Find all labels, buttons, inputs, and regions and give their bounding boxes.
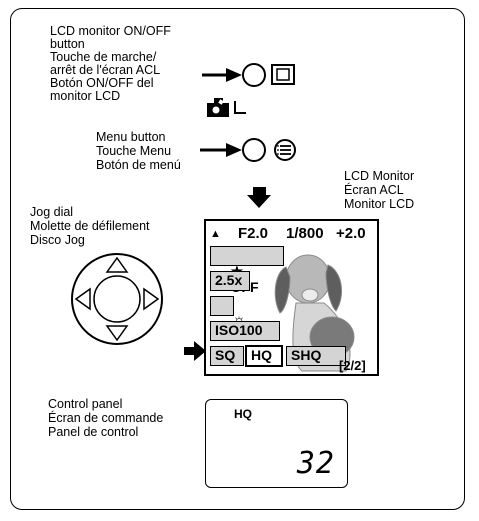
menu-item-star-off[interactable]: ★ OFF [210,246,284,266]
bracket-line [235,101,246,113]
control-panel-display: HQ 32 [205,399,348,488]
mode-indicator-icon: ▲ [210,227,221,242]
aperture-value: F2.0 [238,226,268,241]
menu-button-arrow [200,143,242,157]
quality-option-sq[interactable]: SQ [210,346,244,366]
lcd-monitor-icon [272,65,294,84]
menu-list-icon [275,140,295,160]
page-indicator: [2/2] [339,359,366,372]
menu-item-iso[interactable]: ISO100 [210,321,280,341]
menu-item-white-balance[interactable]: ☼ [210,296,234,316]
jog-dial[interactable] [72,254,162,344]
menu-item-zoom[interactable]: 2.5x [210,271,250,291]
quality-option-shq[interactable]: SHQ [286,346,346,366]
selection-pointer-arrow [184,341,206,361]
lcd-onoff-button[interactable] [243,64,265,86]
menu-button[interactable] [243,139,265,161]
lcd-button-arrow [202,68,242,82]
shutter-value: 1/800 [286,226,324,241]
exposure-value: +2.0 [336,226,366,241]
control-panel-mode: HQ [234,407,252,421]
camera-icon [207,98,229,117]
lcd-screen: ▲ F2.0 1/800 +2.0 ★ OFF 2.5x ☼ ISO100 SQ… [204,219,379,376]
quality-option-hq[interactable]: HQ [245,345,283,367]
control-panel-count: 32 [297,446,335,481]
down-arrow [247,187,271,208]
